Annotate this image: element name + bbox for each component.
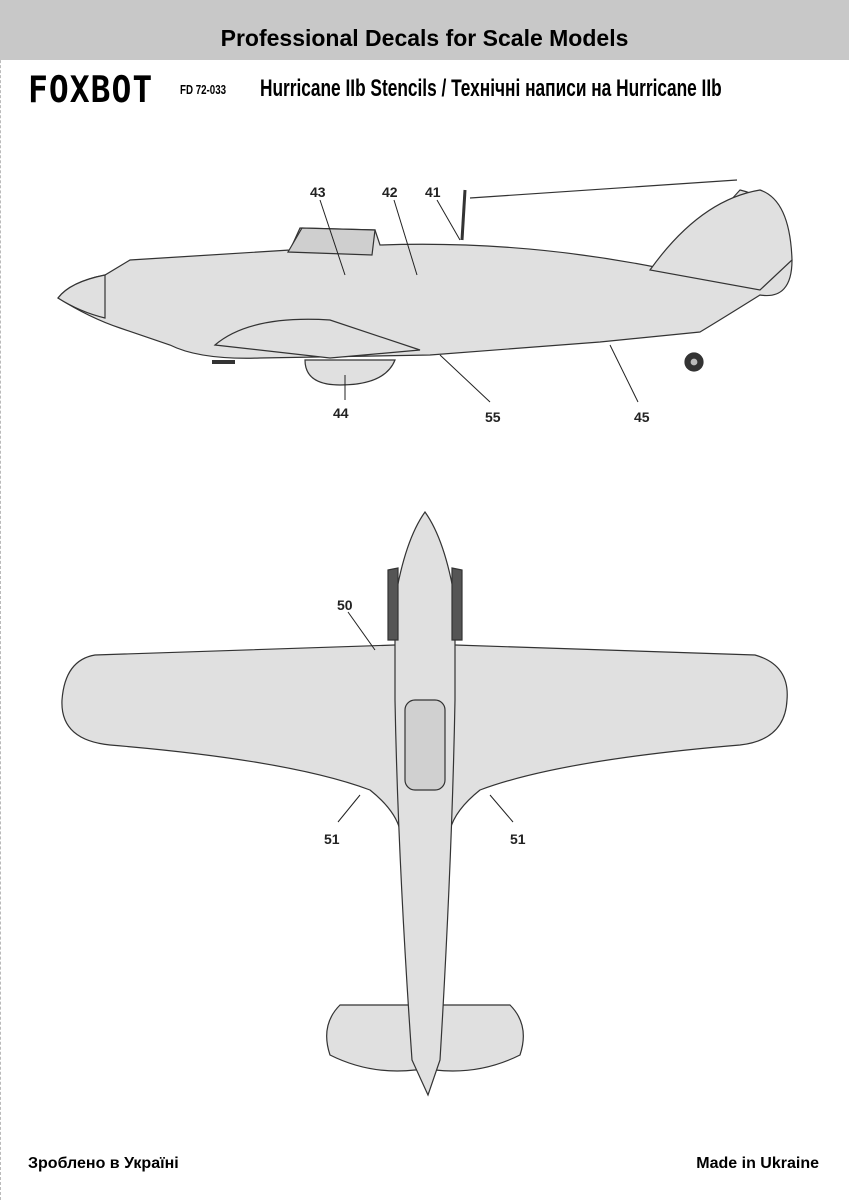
header-banner: Professional Decals for Scale Models	[0, 0, 849, 60]
exhaust-left	[387, 567, 399, 641]
wing-root	[213, 318, 421, 359]
side-leader-lines	[319, 199, 639, 403]
callout-41: 41	[425, 184, 441, 200]
canopy	[286, 227, 376, 256]
antenna-wire	[469, 179, 738, 199]
banner-text: Professional Decals for Scale Models	[220, 24, 629, 51]
radiator	[304, 359, 396, 386]
callout-51-left: 51	[324, 831, 340, 847]
page-edge	[0, 0, 3, 1200]
callout-50: 50	[337, 597, 353, 613]
top-view-diagram: 50 51 51	[61, 510, 788, 1097]
callout-44: 44	[333, 405, 349, 421]
antenna-mast	[460, 189, 467, 241]
tail-wheel-hub	[689, 357, 699, 367]
sheet-title: Hurricane IIb Stencils / Технічні написи…	[260, 75, 722, 102]
exhaust-right	[451, 567, 463, 641]
footer-right: Made in Ukraine	[696, 1155, 819, 1172]
spinner	[57, 274, 106, 319]
callout-51-right: 51	[510, 831, 526, 847]
tail-fin	[648, 189, 793, 291]
callout-45: 45	[634, 409, 650, 425]
callout-42: 42	[382, 184, 398, 200]
callout-55: 55	[485, 409, 501, 425]
side-view-diagram: 43 42 41 44 55 45	[57, 179, 793, 425]
product-code: FD 72-033	[180, 82, 227, 97]
footer-left: Зроблено в Україні	[28, 1155, 179, 1172]
callout-43: 43	[310, 184, 326, 200]
brand-logo: FOXBOT	[28, 68, 154, 111]
top-leader-lines	[337, 611, 514, 823]
cockpit	[404, 699, 446, 791]
